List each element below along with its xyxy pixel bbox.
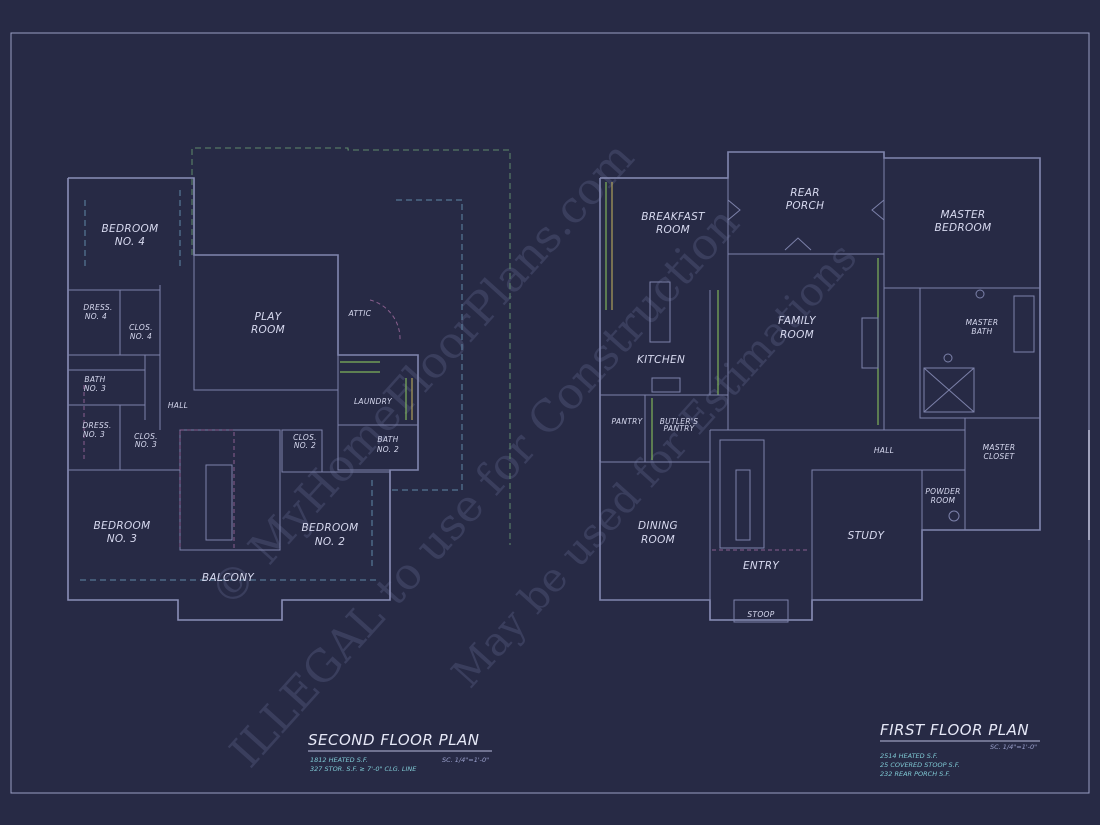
second-floor-scale: SC. 1/4"=1'-0" — [442, 756, 489, 764]
stoop-label: STOOP — [747, 610, 774, 619]
roof-outline — [191, 147, 511, 545]
bedroom4-number: NO. 4 — [115, 236, 146, 248]
bath2-number: NO. 2 — [377, 445, 399, 454]
rear-porch-label-2: PORCH — [786, 200, 825, 212]
first-floor-note-1: 2514 HEATED S.F. — [880, 752, 938, 760]
balcony-label: BALCONY — [202, 572, 255, 584]
second-hall-label: HALL — [168, 401, 188, 410]
breakfast-room-label-2: ROOM — [656, 224, 690, 236]
stoop-walls — [733, 599, 789, 623]
clos4-number: NO. 4 — [130, 332, 152, 341]
watermark: © MyHomeFloorPlans.com ILLEGAL to use fo… — [200, 132, 866, 777]
master-bedroom-label: MASTER — [940, 209, 985, 221]
shower — [923, 367, 975, 413]
kitchen-island — [649, 281, 671, 343]
attic-storage-outline — [390, 199, 463, 491]
dress4-label: DRESS. — [83, 303, 112, 312]
first-hall-label: HALL — [874, 446, 894, 455]
master-bath-label-2: BATH — [971, 327, 992, 336]
master-bath-label: MASTER — [966, 318, 999, 327]
attic-label: ATTIC — [348, 309, 372, 318]
play-room-walls — [193, 254, 339, 391]
dress3-label: DRESS. — [82, 421, 111, 430]
first-floor-plan: BREAKFAST ROOM REAR PORCH MASTER BEDROOM… — [599, 151, 1041, 778]
rear-porch-label: REAR — [790, 187, 820, 199]
bedroom3-number: NO. 3 — [107, 533, 138, 545]
bedroom4-label: BEDROOM — [102, 223, 159, 235]
clos3-number: NO. 3 — [135, 440, 157, 449]
bath2-label: BATH — [377, 435, 398, 444]
kitchen-label: KITCHEN — [637, 354, 685, 366]
bath3-number: NO. 3 — [84, 384, 106, 393]
study-label: STUDY — [848, 530, 886, 542]
butlers-pantry-label-2: PANTRY — [663, 424, 695, 433]
second-floor-note-1: 1812 HEATED S.F. — [310, 756, 368, 764]
clos4-label: CLOS. — [129, 323, 153, 332]
butlers-pantry-label: BUTLER'S — [660, 417, 699, 426]
second-floor-plan: BEDROOM NO. 4 DRESS. NO. 4 CLOS. NO. 4 B… — [67, 147, 511, 773]
first-floor-scale: SC. 1/4"=1'-0" — [990, 743, 1037, 751]
clos2-number: NO. 2 — [294, 441, 316, 450]
dress4-number: NO. 4 — [85, 312, 107, 321]
play-room-label-2: ROOM — [251, 324, 285, 336]
powder-room-label-2: ROOM — [931, 496, 956, 505]
master-closet-label: MASTER — [983, 443, 1016, 452]
pantry-label: PANTRY — [611, 417, 643, 426]
bedroom2-number: NO. 2 — [315, 536, 346, 548]
second-floor-title: SECOND FLOOR PLAN — [308, 731, 480, 749]
laundry-label: LAUNDRY — [354, 397, 393, 406]
family-room-label-2: ROOM — [780, 329, 814, 341]
master-bath-walls — [919, 287, 1041, 419]
powder-room-label: POWDER — [925, 487, 960, 496]
dining-room-label: DINING — [638, 520, 678, 532]
clos2-label: CLOS. — [293, 433, 317, 442]
bedroom2-label: BEDROOM — [302, 522, 359, 534]
dress3-number: NO. 3 — [83, 430, 105, 439]
entry-stair — [719, 439, 765, 549]
master-bedroom-label-2: BEDROOM — [935, 222, 992, 234]
study-walls — [811, 469, 923, 601]
entry-label: ENTRY — [743, 560, 780, 572]
breakfast-room-label: BREAKFAST — [641, 211, 706, 223]
master-closet-label-2: CLOSET — [984, 452, 1016, 461]
stair-rail — [205, 464, 233, 541]
first-floor-title: FIRST FLOOR PLAN — [880, 721, 1029, 739]
family-room-label: FAMILY — [778, 315, 817, 327]
clos3-label: CLOS. — [134, 432, 158, 441]
sheet-border — [10, 32, 1090, 794]
bedroom3-label: BEDROOM — [94, 520, 151, 532]
tub — [1013, 295, 1035, 353]
master-closet-walls — [964, 417, 1041, 531]
first-floor-note-2: 25 COVERED STOOP S.F. — [880, 761, 960, 769]
dining-room-label-2: ROOM — [641, 534, 675, 546]
bath2-walls — [337, 424, 419, 471]
second-floor-note-2: 327 STOR. S.F. ≥ 7'-0" CLG. LINE — [310, 765, 417, 773]
fireplace — [861, 317, 879, 369]
first-floor-note-3: 232 REAR PORCH S.F. — [880, 770, 950, 778]
bath3-label: BATH — [84, 375, 105, 384]
play-room-label: PLAY — [255, 311, 283, 323]
